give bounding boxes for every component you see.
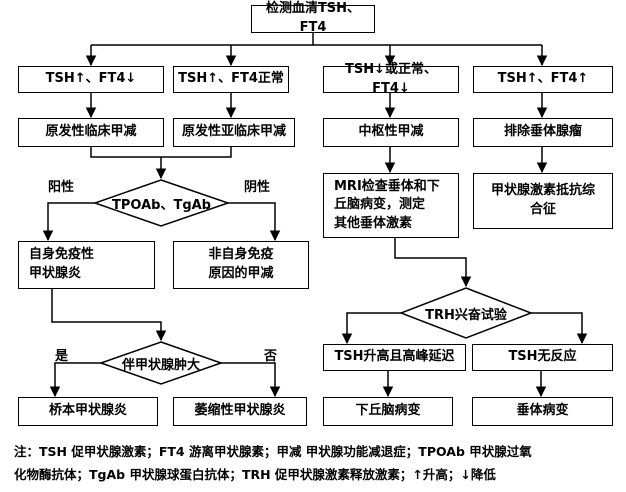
condition-text-1: TSH↑、FT4↓ [45,71,137,87]
result-box-1: 原发性临床甲减 [18,118,164,147]
resistance-box: 甲状腺激素抵抗综 合征 [473,173,613,229]
yes-label: 是 [55,349,69,364]
goiter-text: 伴甲状腺肿大 [121,357,200,373]
result-box-3: 中枢性甲减 [323,118,459,147]
condition-box-1: TSH↑、FT4↓ [18,66,164,93]
non-autoimmune-box: 非自身免疫 原因的甲减 [173,241,309,289]
result-text-4: 排除垂体腺瘤 [503,124,582,140]
result-text-1: 原发性临床甲减 [45,124,137,140]
root-box: 检测血清TSH、FT4 [251,1,375,35]
resistance-text: 甲状腺激素抵抗综 合征 [490,183,595,217]
hashimoto-box: 桥本甲状腺炎 [18,397,158,426]
result-box-2: 原发性亚临床甲减 [173,118,295,147]
goiter-diamond: 伴甲状腺肿大 [101,342,221,384]
antibody-diamond-shape [92,179,231,227]
mri-box: MRI检查垂体和下 丘脑病变，测定 其他垂体激素 [323,173,459,238]
footnote-line-2: 化物酶抗体；TgAb 甲状腺球蛋白抗体；TRH 促甲状腺激素释放激素；↑升高；↓… [14,467,496,482]
positive-label: 阳性 [48,180,75,195]
trh-diamond-shape [398,287,534,339]
atrophic-text: 萎缩性甲状腺炎 [194,403,286,419]
result-text-2: 原发性亚临床甲减 [181,124,286,140]
autoimmune-text: 自身免疫性 甲状腺炎 [29,247,95,281]
no-label: 否 [264,349,278,364]
mri-text: MRI检查垂体和下 丘脑病变，测定 其他垂体激素 [334,179,440,231]
condition-box-4: TSH↑、FT4↑ [473,66,613,93]
trh-delayed-box: TSH升高且高峰延迟 [323,344,466,371]
antibody-diamond: TPOAb、TgAb [95,180,228,226]
pituitary-box: 垂体病变 [472,397,613,426]
atrophic-box: 萎缩性甲状腺炎 [173,397,307,426]
trh-none-box: TSH无反应 [472,344,613,371]
pituitary-text: 垂体病变 [516,403,569,419]
antibody-text: TPOAb、TgAb [111,197,211,213]
negative-label: 阴性 [244,180,271,195]
result-text-3: 中枢性甲减 [358,124,424,140]
goiter-diamond-shape [98,341,224,385]
condition-box-3: TSH↓或正常、FT4↓ [323,62,459,96]
condition-text-4: TSH↑、FT4↑ [497,71,589,87]
root-text: 检测血清TSH、FT4 [265,1,361,35]
condition-text-3: TSH↓或正常、FT4↓ [344,61,437,96]
trh-text: TRH兴奋试验 [425,307,507,323]
trh-none-text: TSH无反应 [508,349,577,365]
autoimmune-box: 自身免疫性 甲状腺炎 [18,241,155,289]
hashimoto-text: 桥本甲状腺炎 [48,403,127,419]
condition-text-2: TSH↑、FT4正常 [178,71,284,87]
trh-delayed-text: TSH升高且高峰延迟 [334,349,455,365]
footnote: 注：TSH 促甲状腺激素；FT4 游离甲状腺素；甲减 甲状腺功能减退症；TPOA… [14,440,614,486]
hypothalamic-text: 下丘脑病变 [355,403,421,419]
condition-box-2: TSH↑、FT4正常 [173,66,289,93]
trh-diamond: TRH兴奋试验 [401,288,531,338]
non-autoimmune-text: 非自身免疫 原因的甲减 [208,247,274,281]
result-box-4: 排除垂体腺瘤 [473,118,613,147]
footnote-line-1: 注：TSH 促甲状腺激素；FT4 游离甲状腺素；甲减 甲状腺功能减退症；TPOA… [14,444,532,459]
hypothalamic-box: 下丘脑病变 [323,397,453,426]
